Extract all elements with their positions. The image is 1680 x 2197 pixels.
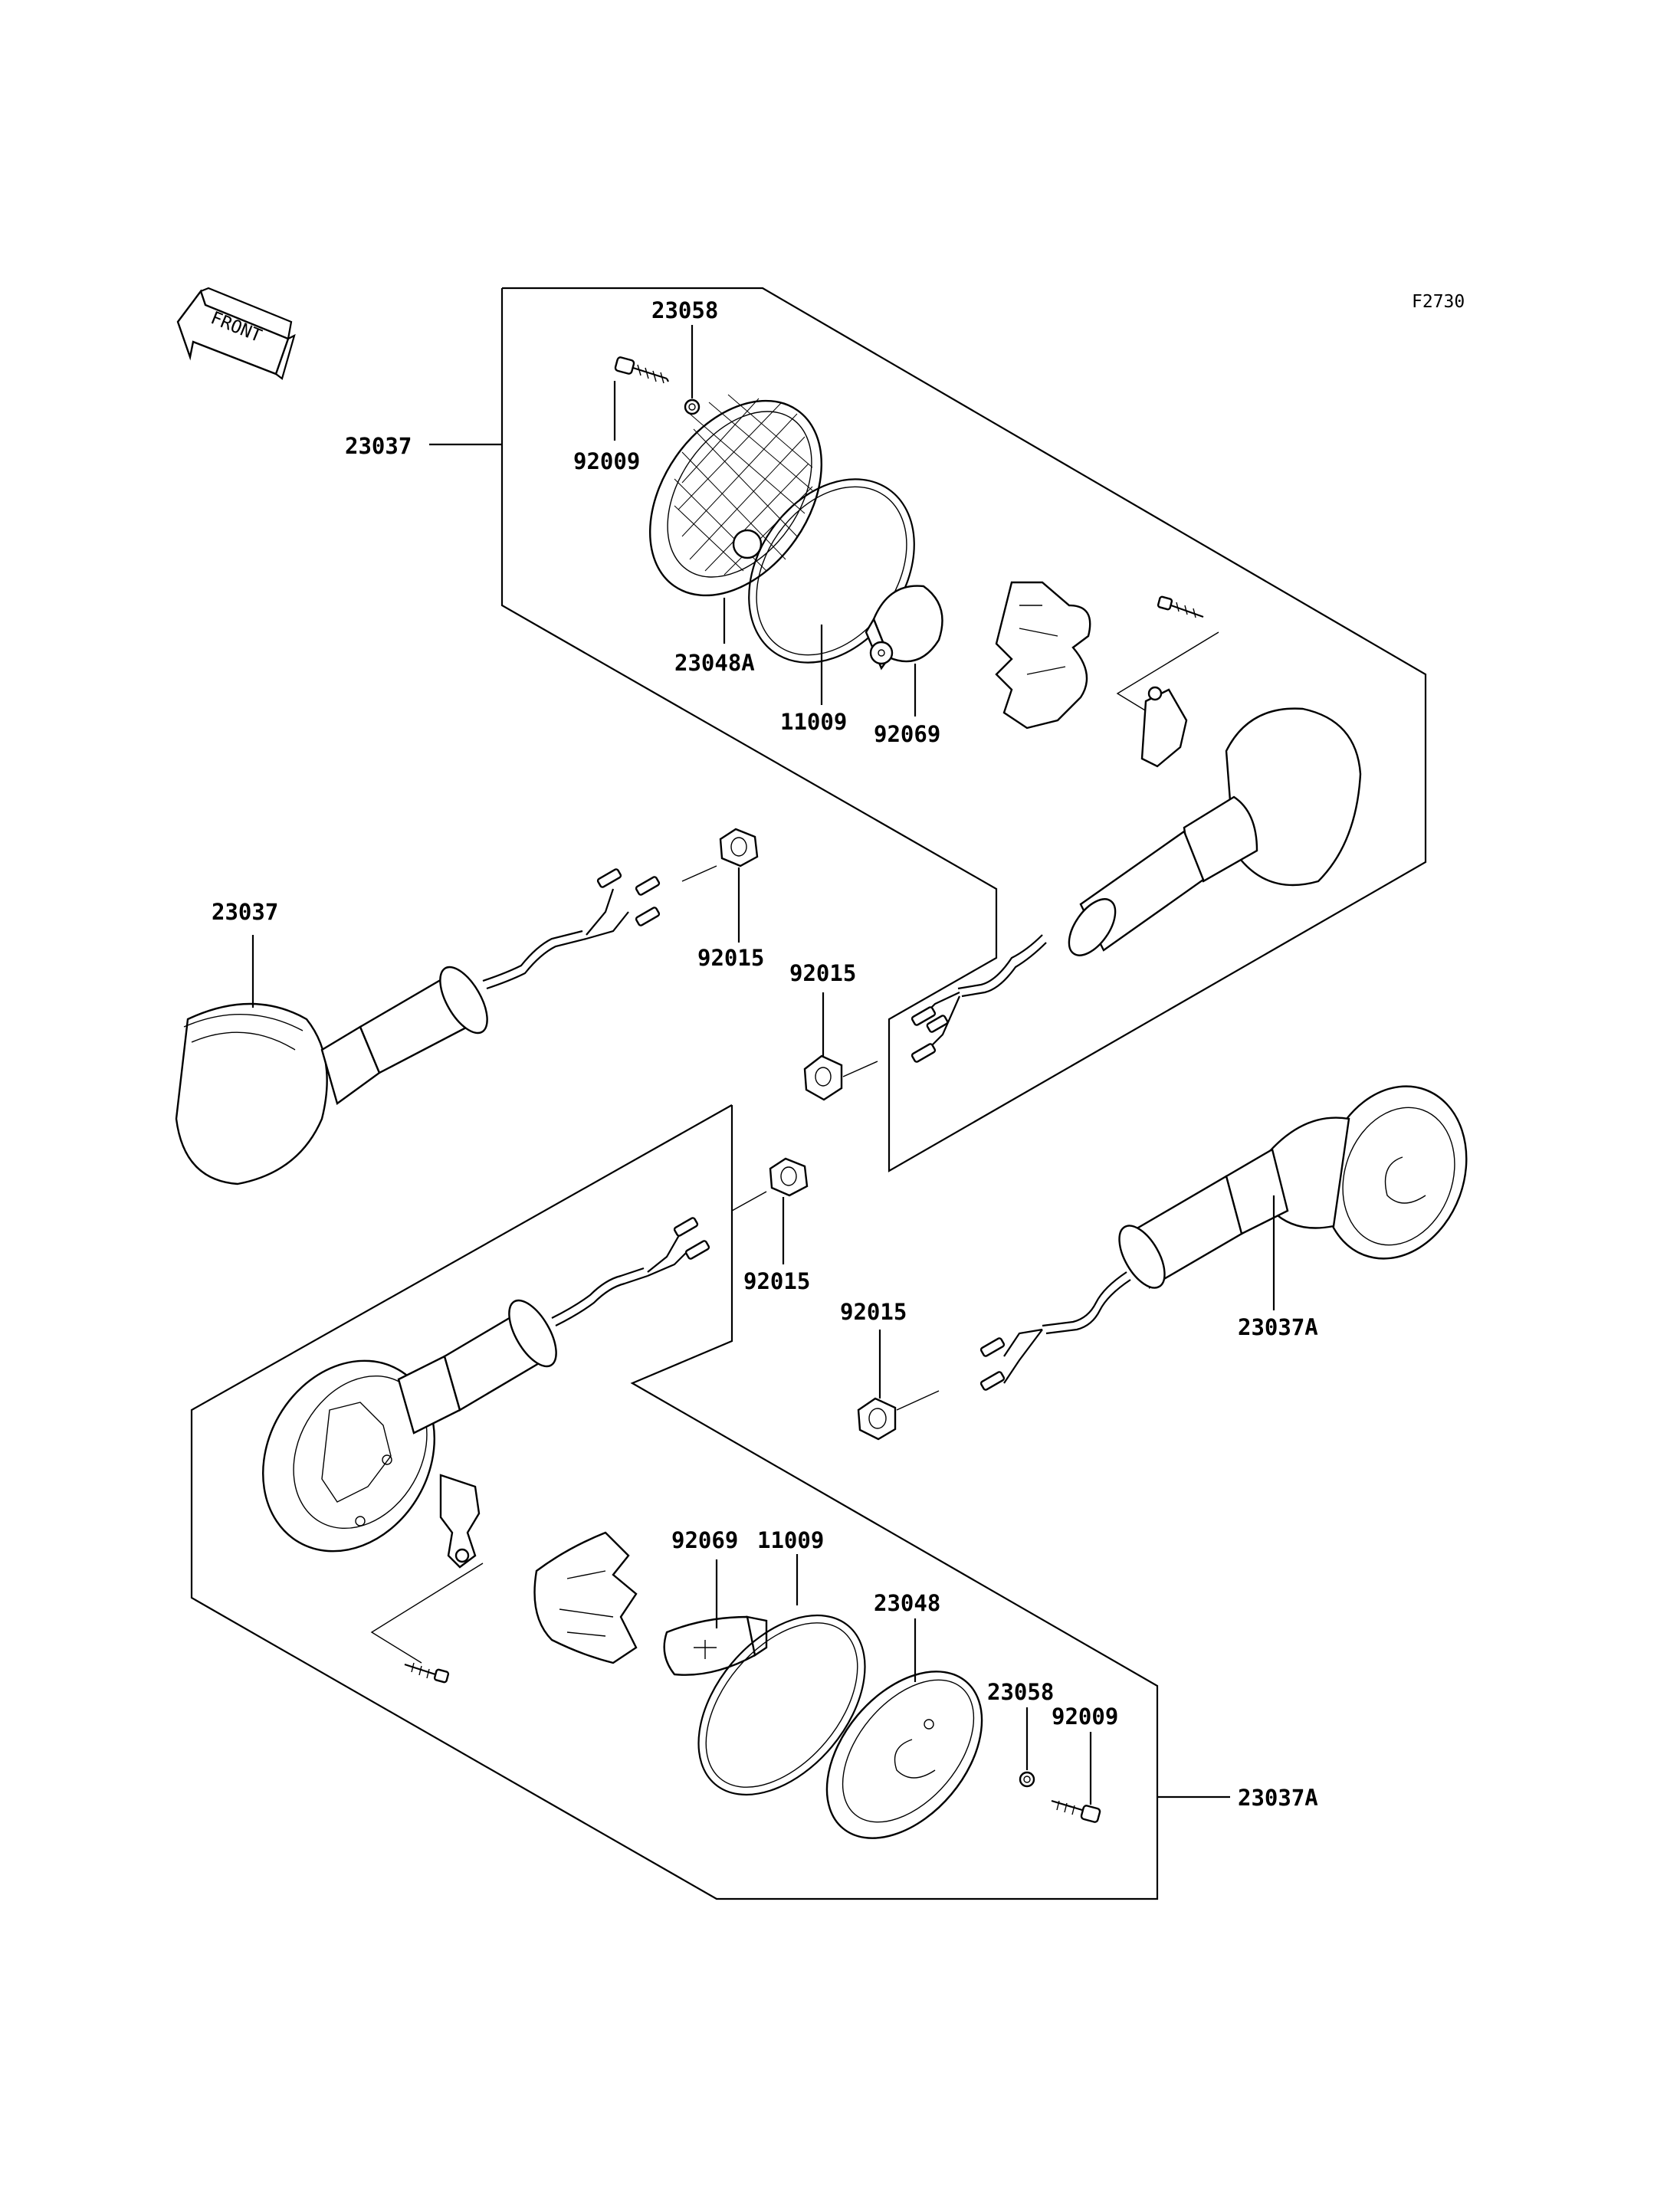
callout-92015-d: 92015: [840, 1299, 907, 1325]
reflector-bottom: [533, 1531, 638, 1664]
bulb-92069-bottom: [663, 1615, 768, 1676]
nut-92015-b: [803, 1054, 843, 1101]
washer-23058-bottom: [1019, 1771, 1035, 1788]
reflector-top: [995, 581, 1091, 730]
signal-housing-lower-left: [262, 1217, 710, 1553]
callout-92009-bottom: 92009: [1052, 1703, 1118, 1730]
callout-23058-top: 23058: [651, 297, 718, 323]
callout-23048A: 23048A: [674, 650, 755, 676]
lens-23048A: [648, 394, 823, 597]
nut-92015-a: [719, 828, 759, 867]
lens-23048: [825, 1671, 983, 1839]
callout-92069-bottom: 92069: [671, 1527, 738, 1553]
callout-92009-top: 92009: [573, 448, 640, 474]
screw-92009-top: [614, 356, 669, 384]
callout-92069-top: 92069: [874, 721, 940, 747]
screw-92009-bottom: [1051, 1799, 1101, 1823]
callout-11009-bottom: 11009: [757, 1527, 824, 1553]
callout-23037-top: 23037: [345, 433, 412, 459]
signal-housing-upper-right: [957, 707, 1362, 998]
callout-23048: 23048: [874, 1590, 940, 1616]
nut-92015-c: [769, 1157, 809, 1197]
callout-23037-left: 23037: [212, 899, 278, 925]
callout-23058-bottom: 23058: [987, 1679, 1054, 1705]
assembly-outline-bottom: [190, 1104, 1159, 1900]
callout-23037A-right: 23037A: [1238, 1314, 1318, 1340]
callout-92015-a: 92015: [697, 945, 764, 971]
callout-11009-top: 11009: [780, 709, 847, 735]
assembly-outline-top: [500, 287, 1427, 1172]
clip-top: [1116, 595, 1219, 768]
signal-left: [175, 868, 661, 1185]
nut-92015-d: [857, 1397, 897, 1441]
callout-92015-c: 92015: [743, 1268, 810, 1294]
bulb-92069-top: [865, 585, 943, 671]
clip-bottom: [370, 1474, 484, 1684]
signal-right: [979, 1085, 1468, 1391]
callout-92015-b: 92015: [789, 960, 856, 986]
figure-id: F2730: [1412, 292, 1465, 312]
connectors-upper-right: [911, 992, 961, 1063]
washer-23058-top: [684, 398, 701, 415]
callout-23037A-bottom: 23037A: [1238, 1785, 1318, 1811]
gasket-11009-bottom: [697, 1614, 866, 1796]
front-arrow-icon: FRONT: [176, 287, 296, 380]
leader-lines: [251, 325, 1275, 1805]
